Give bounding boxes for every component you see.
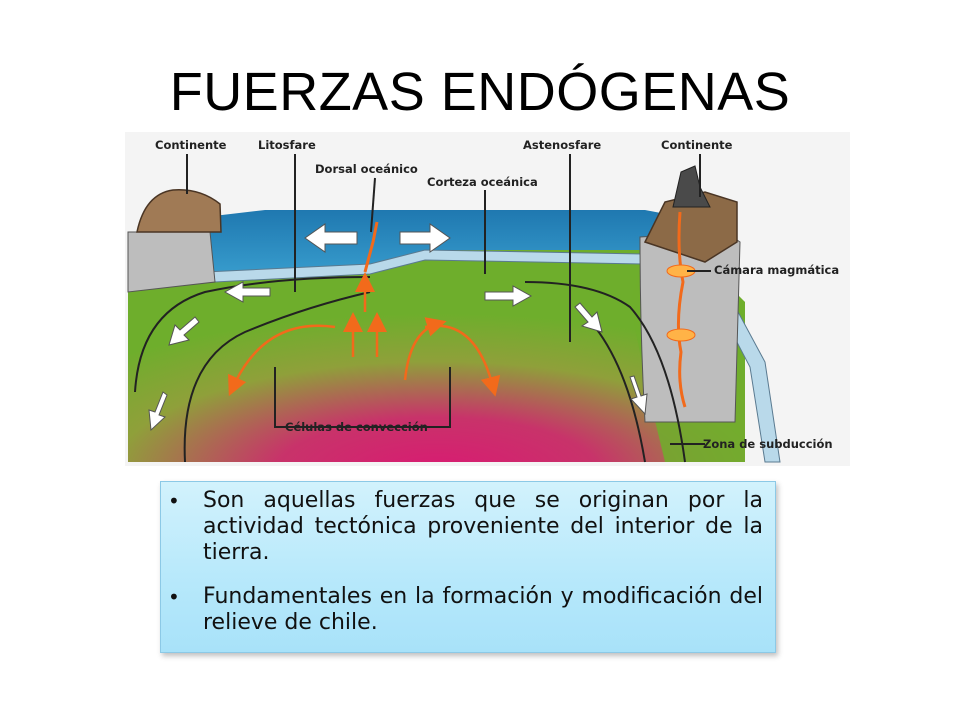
label-litosfare: Litosfare (258, 138, 316, 152)
arrow-down-left (168, 316, 200, 346)
label-dorsal: Dorsal oceánico (315, 162, 418, 176)
convection-arrow-left (228, 324, 336, 397)
left-continent-base (127, 231, 216, 293)
arrow-left-litho (223, 281, 271, 303)
arrow-right-litho (484, 285, 533, 307)
bullet-item: • Fundamentales en la formación y modifi… (168, 584, 763, 636)
label-astenosfare: Astenosfare (523, 138, 602, 152)
arrow-left-ocean (304, 223, 358, 253)
oceanic-crust (203, 249, 781, 463)
slide-title: FUERZAS ENDÓGENAS (169, 62, 791, 122)
bullet-dot-icon: • (168, 489, 180, 513)
bullet-text: Fundamentales en la formación y modifica… (203, 584, 763, 635)
label-continente-left: Continente (155, 138, 227, 152)
mantle-block (128, 250, 745, 462)
ocean-water (205, 210, 735, 282)
convection-arrow-inner-left (403, 317, 447, 381)
right-continent-rock (643, 191, 738, 263)
ridge-fissure (363, 221, 379, 273)
bullet-textbox: • Son aquellas fuerzas que se originan p… (160, 481, 776, 653)
magma-conduit (676, 211, 687, 408)
arrow-right-ocean (399, 223, 451, 253)
label-corteza: Corteza oceánica (427, 175, 538, 189)
arrow-down-left-2 (148, 391, 168, 432)
label-celulas: Células de convección (285, 420, 428, 434)
diagram-artwork (127, 154, 781, 463)
plate-tectonics-diagram: Continente Litosfare Dorsal oceánico Cor… (125, 132, 850, 466)
label-continente-right: Continente (661, 138, 733, 152)
arrow-down-right-2 (629, 375, 648, 416)
bullet-dot-icon: • (168, 585, 180, 609)
bullet-text: Son aquellas fuerzas que se originan por… (203, 488, 763, 565)
arrow-down-right (574, 302, 603, 333)
left-continent-rock (136, 189, 222, 233)
right-continent-base (639, 231, 741, 423)
label-zona: Zona de subducción (703, 437, 833, 451)
label-camara: Cámara magmática (714, 263, 840, 277)
bullet-item: • Son aquellas fuerzas que se originan p… (168, 488, 763, 566)
volcano (672, 165, 711, 208)
